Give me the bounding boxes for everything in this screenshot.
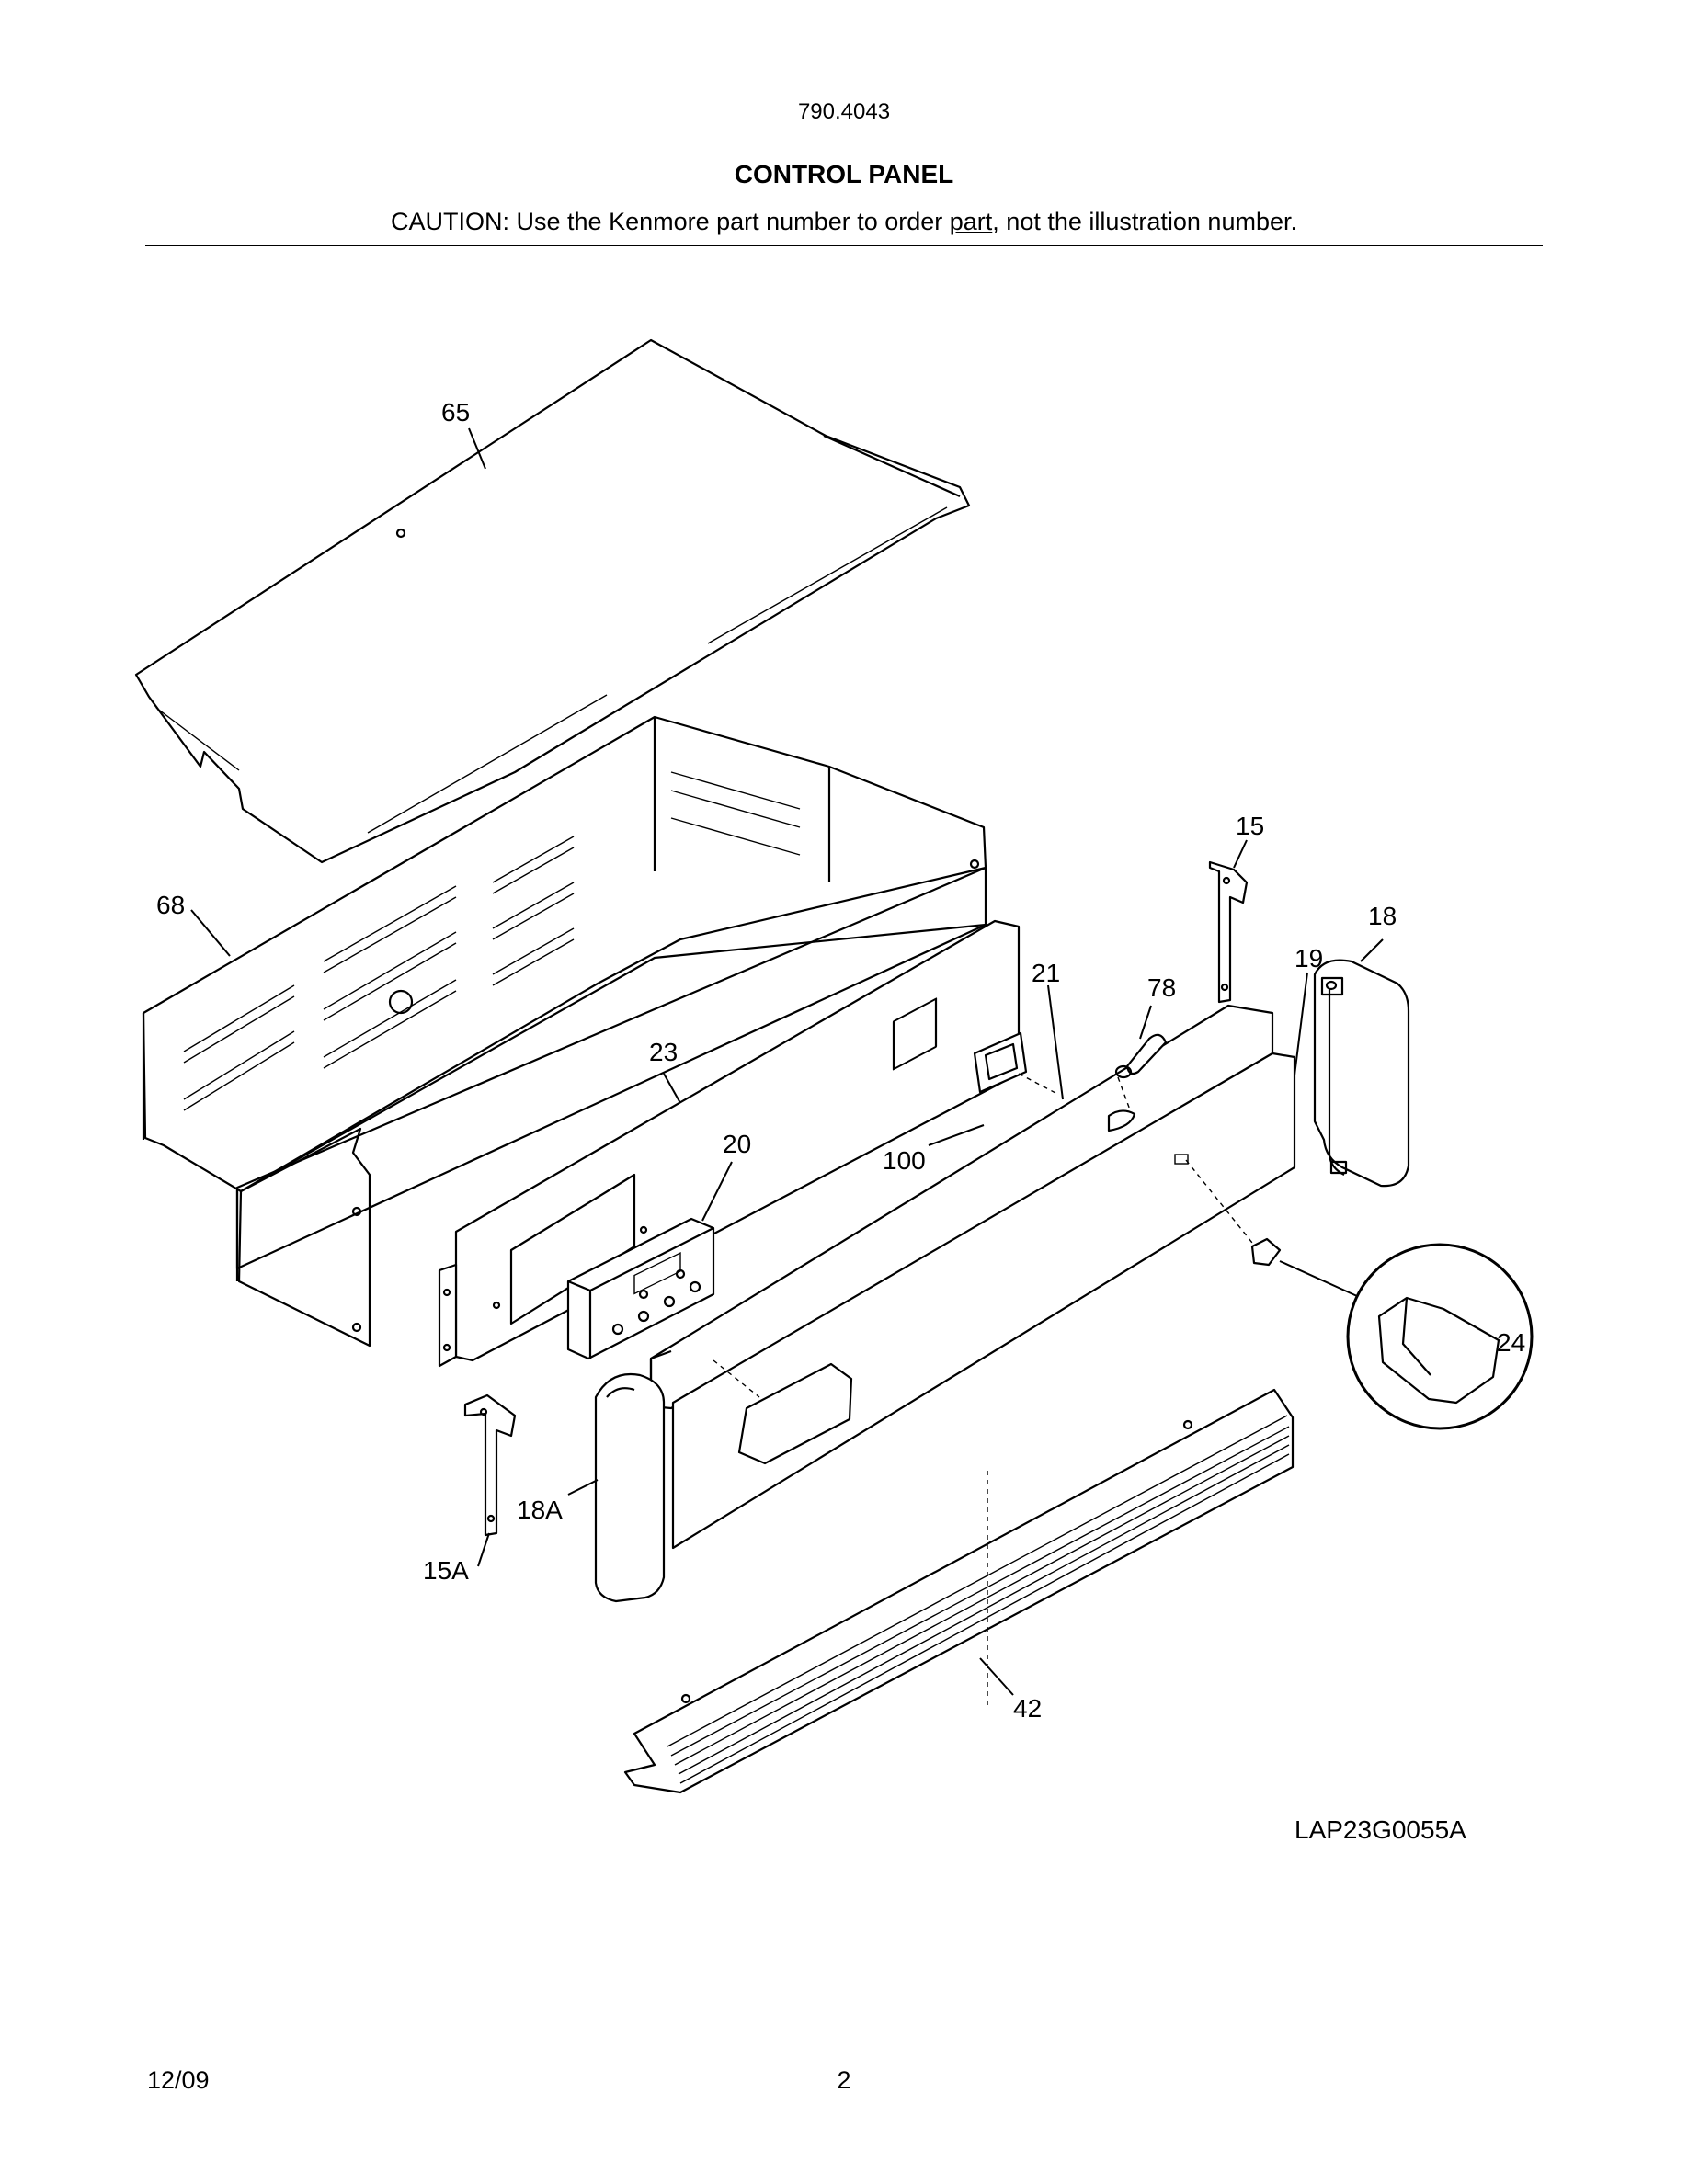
part-20-control-board — [566, 1217, 715, 1360]
callout-100: 100 — [883, 1146, 926, 1175]
part-18-right-end-cap — [1313, 959, 1410, 1188]
part-78-lamp-socket — [1114, 1033, 1168, 1079]
page-number: 2 — [837, 2066, 851, 2094]
part-18A-left-end-cap — [594, 1372, 666, 1603]
page-title: CONTROL PANEL — [734, 160, 954, 188]
part-100-switch — [973, 1031, 1028, 1094]
callout-15A: 15A — [423, 1556, 469, 1585]
part-21-front-panel — [649, 1004, 1296, 1550]
callout-18: 18 — [1368, 902, 1397, 930]
caution-text-before: CAUTION: Use the Kenmore part number to … — [391, 208, 950, 235]
callout-leader-lines — [190, 427, 1384, 1696]
model-number: 790.4043 — [797, 99, 891, 124]
caution-note: CAUTION: Use the Kenmore part number to … — [0, 208, 1688, 236]
header-divider — [145, 245, 1543, 246]
part-24-switch-detail — [1250, 1237, 1534, 1430]
part-68-housing-box — [142, 715, 987, 1348]
callout-labels: 65 68 15 18 19 21 78 23 20 100 24 15A 18… — [156, 398, 1525, 1723]
callout-24: 24 — [1497, 1328, 1525, 1357]
callout-15: 15 — [1236, 812, 1264, 840]
part-42-bottom-rail — [623, 1388, 1295, 1794]
callout-42: 42 — [1013, 1694, 1042, 1723]
assembly-guide-lines — [713, 1073, 1253, 1710]
callout-19: 19 — [1295, 944, 1323, 973]
callout-78: 78 — [1147, 973, 1176, 1002]
footer-date: 12/09 — [147, 2066, 210, 2094]
callout-18A: 18A — [517, 1496, 563, 1524]
callout-20: 20 — [723, 1130, 751, 1158]
callout-23: 23 — [649, 1038, 678, 1066]
part-65-top-cover — [134, 338, 971, 864]
caution-text-after: , not the illustration number. — [992, 208, 1297, 235]
part-15-right-bracket — [1208, 860, 1249, 1004]
callout-65: 65 — [441, 398, 470, 427]
callout-21: 21 — [1032, 959, 1060, 987]
caution-link-part[interactable]: part — [949, 208, 993, 235]
callout-68: 68 — [156, 891, 185, 919]
part-15A-left-bracket — [463, 1393, 517, 1537]
diagram-code: LAP23G0055A — [1295, 1815, 1466, 1844]
